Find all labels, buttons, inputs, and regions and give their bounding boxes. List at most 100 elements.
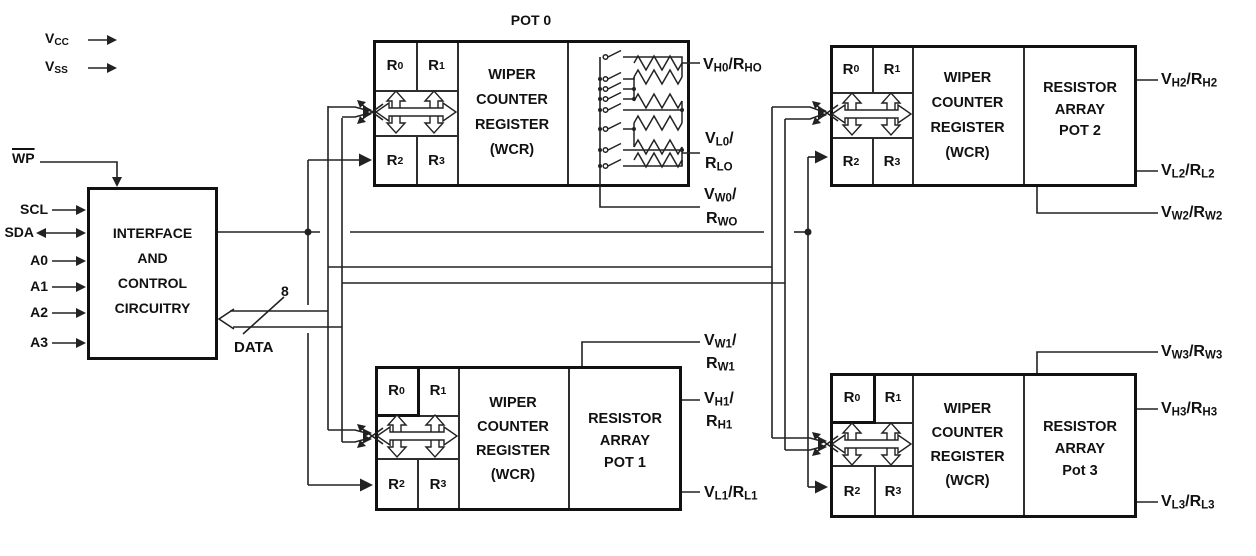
- pot2-wiper-wire: [1036, 187, 1158, 214]
- pot0-vl-output-label: VL0/: [705, 130, 734, 149]
- pot1-vl-output-label: VL1/RL1: [704, 484, 758, 503]
- resistor-zigzag: [633, 138, 683, 156]
- interface-line-2: AND: [137, 250, 168, 266]
- output-wires: [581, 57, 1158, 503]
- pot0-vw-output-label: VW0/: [704, 186, 737, 205]
- pot2-divider-row2: [833, 137, 912, 139]
- vss-pin-label: VSS: [45, 58, 68, 76]
- pot1-vw-output-label2: RW1: [706, 355, 735, 374]
- pot0-vw-output-label2: RWO: [706, 210, 738, 229]
- scl-pin-label: SCL: [20, 201, 48, 217]
- wp-pin-label: WP: [12, 150, 35, 166]
- interface-line-1: INTERFACE: [112, 225, 193, 241]
- pot0-divider-row2: [376, 135, 457, 137]
- data-bus-label: DATA: [234, 339, 274, 356]
- pot0-vh-output-label: VH0/RHO: [703, 56, 762, 75]
- pot0-divider-wcr: [457, 43, 459, 184]
- pot0-divider-r0r1: [416, 43, 418, 90]
- pot3-r0-bold-frame: [830, 373, 876, 424]
- pot3-divider-wcr: [912, 376, 914, 515]
- interface-block-box: [87, 187, 218, 360]
- resistor-zigzag: [633, 151, 683, 169]
- pot2-divider-wcr: [912, 48, 914, 184]
- exchange-arrows-pot1: [375, 413, 459, 459]
- pot2-array-label: RESISTOR ARRAY POT 2: [1043, 80, 1117, 139]
- data-bus-width-label: 8: [281, 283, 289, 299]
- pot3-vh-output-label: VH3/RH3: [1161, 400, 1218, 419]
- pot0-resistor-array: [602, 49, 683, 170]
- arrowheads: [36, 35, 828, 494]
- pot3-vw-output-label: VW3/RW3: [1161, 343, 1223, 362]
- bus-x-arrowheads: [357, 100, 821, 456]
- pot1-vh-output-label2: RH1: [706, 413, 733, 432]
- interface-block-title: INTERFACE AND CONTROL CIRCUITRY: [90, 221, 215, 321]
- a2-pin-label: A2: [30, 304, 48, 320]
- pot2-vw-output-label: VW2/RW2: [1161, 204, 1223, 223]
- resistor-zigzag: [633, 92, 683, 110]
- pot2-divider-r2r3: [872, 137, 874, 184]
- exchange-arrows-pot2: [830, 91, 913, 137]
- pot0-wiper-wire: [599, 57, 700, 208]
- pot1-vh-output-label: VH1/: [704, 390, 734, 409]
- pot0-wcr-label: WIPER COUNTER REGISTER (WCR): [474, 67, 550, 158]
- pot1-array-label: RESISTOR ARRAY POT 1: [588, 411, 662, 471]
- switch-levers: [607, 49, 622, 167]
- pot1-wcr-label: WIPER COUNTER REGISTER (WCR): [475, 395, 551, 483]
- pot3-divider-r2r3: [874, 465, 876, 515]
- pot1-divider-array: [568, 369, 570, 508]
- pot0-vl-output-label2: RLO: [705, 155, 733, 174]
- resistor-zigzag: [633, 68, 683, 86]
- resistor-zigzag: [633, 114, 683, 132]
- pot2-wcr-label: WIPER COUNTER REGISTER (WCR): [930, 70, 1005, 161]
- pot1-divider-wcr: [458, 369, 460, 508]
- bus-arrowhead-hollow: [217, 308, 235, 330]
- sda-pin-label: SDA: [4, 224, 34, 240]
- a3-pin-label: A3: [30, 334, 48, 350]
- pot2-vh-output-label: VH2/RH2: [1161, 71, 1218, 90]
- pot2-divider-array: [1023, 48, 1025, 184]
- pot0-divider-array: [567, 43, 569, 184]
- junction-dot: [804, 228, 812, 236]
- pot3-array-label: RESISTOR ARRAY Pot 3: [1043, 419, 1117, 479]
- pot3-vl-output-label: VL3/RL3: [1161, 493, 1215, 512]
- pot0-divider-r2r3: [416, 135, 418, 184]
- pot2-vl-output-label: VL2/RL2: [1161, 162, 1215, 181]
- pot3-wcr-label: WIPER COUNTER REGISTER (WCR): [930, 401, 1005, 489]
- junction-dot: [304, 228, 312, 236]
- resistor-zigzag: [633, 54, 683, 72]
- pot3-divider-row2: [833, 465, 912, 467]
- pot2-divider-row1: [833, 92, 912, 94]
- exchange-arrows-pot3: [830, 421, 913, 467]
- a0-pin-label: A0: [30, 252, 48, 268]
- pot1-wiper-wire: [581, 341, 700, 366]
- pot1-vw-output-label: VW1/: [704, 332, 737, 351]
- pot1-divider-row2: [378, 458, 458, 460]
- pot3-divider-array: [1023, 376, 1025, 515]
- switch-contacts: [602, 53, 609, 170]
- exchange-arrows-pot0: [374, 89, 458, 135]
- data-bus-wires: [217, 106, 822, 451]
- interface-line-4: CIRCUITRY: [114, 300, 191, 316]
- pot1-divider-r2r3: [417, 458, 419, 508]
- interface-line-3: CONTROL: [117, 275, 188, 291]
- pot2-divider-r0r1: [872, 48, 874, 92]
- bus-width-slash: [242, 296, 285, 335]
- a1-pin-label: A1: [30, 278, 48, 294]
- vcc-pin-label: VCC: [45, 30, 69, 48]
